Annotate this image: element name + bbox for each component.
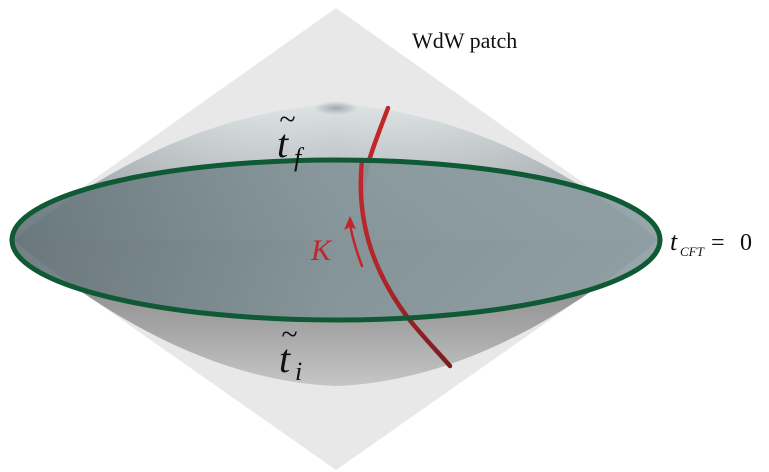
cft-slice-disk <box>12 160 660 320</box>
final-time-t: t <box>277 121 289 166</box>
cft-time-subscript: CFT <box>680 244 705 259</box>
final-time-tilde: ~ <box>279 103 295 136</box>
initial-time-subscript: i <box>295 357 302 386</box>
cft-slice-rim <box>9 157 663 323</box>
final-time-subscript: f <box>294 143 305 172</box>
cft-time-label: t CFT = 0 <box>670 227 752 259</box>
patch-label: WdW patch <box>412 28 517 53</box>
cft-time-value: 0 <box>740 230 752 256</box>
cft-time-t: t <box>670 227 678 256</box>
initial-time-label: ~ t i <box>279 318 302 386</box>
flow-label: K <box>310 234 333 267</box>
flow-curve-front <box>358 157 453 369</box>
initial-time-tilde: ~ <box>281 318 297 351</box>
final-time-label: ~ t f <box>277 103 305 172</box>
initial-time-t: t <box>279 336 291 381</box>
flow-arrowhead <box>344 216 356 230</box>
tip-highlight <box>314 101 358 115</box>
cft-time-equals: = <box>711 230 725 256</box>
